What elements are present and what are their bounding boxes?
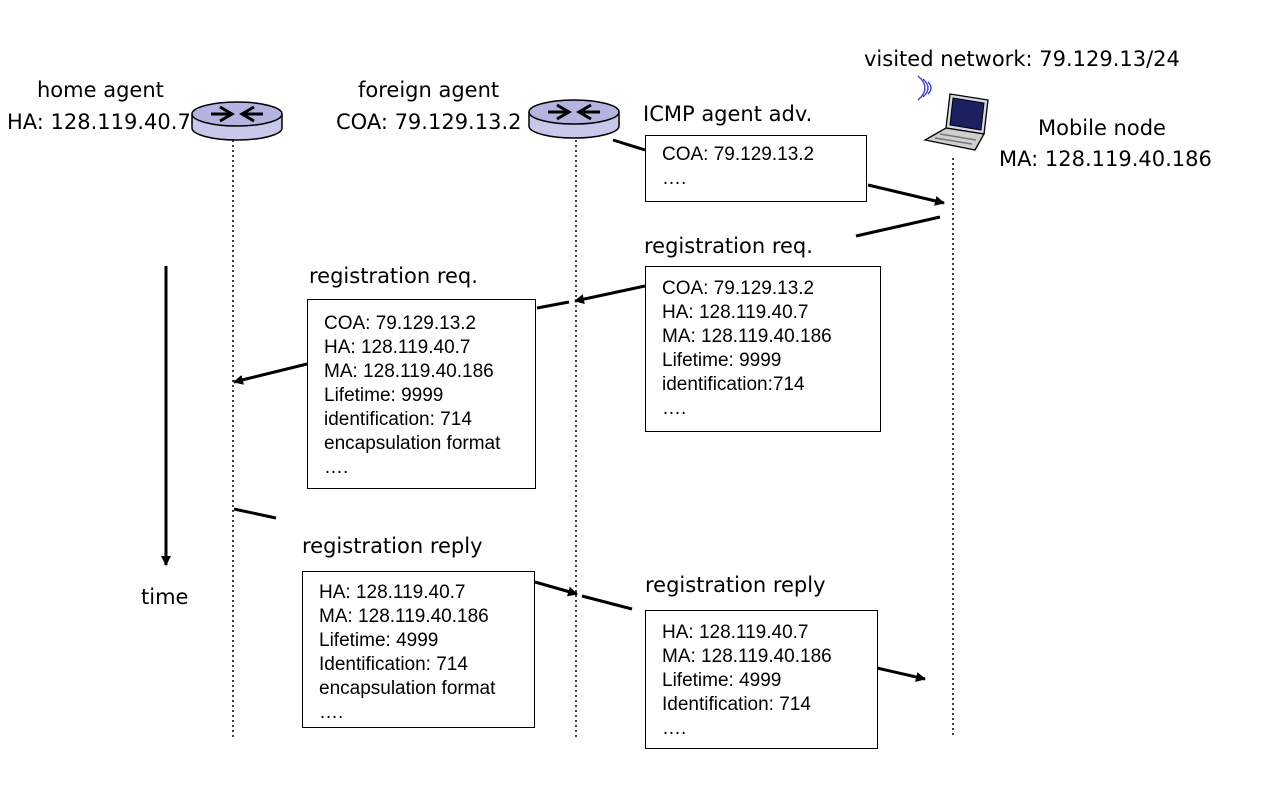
reg-req-mobile-line: MA: 128.119.40.186 [662,326,832,347]
reg-req-foreign-label: registration req. [309,264,478,288]
home-agent-title: home agent [37,78,164,102]
agent-adv-box: COA: 79.129.13.2 …. [645,135,867,202]
reg-reply-foreign-line: MA: 128.119.40.186 [662,646,832,667]
agent-adv-line: …. [662,168,687,189]
reg-req-foreign-line: encapsulation format [324,433,501,454]
foreign-router-icon [528,99,620,139]
mobile-node-title: Mobile node [1038,116,1166,140]
home-router-icon [191,101,283,141]
mobile-node-address: MA: 128.119.40.186 [999,147,1212,171]
reg-reply-foreign-line: Lifetime: 4999 [662,670,782,691]
reg-req-mobile-box: COA: 79.129.13.2 HA: 128.119.40.7 MA: 12… [645,266,881,432]
reg-req-foreign-line: identification: 714 [324,409,472,430]
reg-reply-foreign-arrow [581,594,926,682]
reg-req-mobile-line: identification:714 [662,374,805,395]
reg-req-mobile-line: Lifetime: 9999 [662,350,782,371]
reg-req-mobile-line: HA: 128.119.40.7 [662,302,809,323]
reg-req-foreign-box: COA: 79.129.13.2 HA: 128.119.40.7 MA: 12… [307,299,536,489]
reg-reply-foreign-label: registration reply [645,573,826,597]
foreign-agent-title: foreign agent [358,78,500,102]
agent-adv-arrow [612,138,945,206]
reg-req-foreign-line: COA: 79.129.13.2 [324,313,477,334]
visited-network-label: visited network: 79.129.13/24 [864,47,1180,71]
reg-req-mobile-label: registration req. [644,234,813,258]
reg-req-mobile-line: COA: 79.129.13.2 [662,278,815,299]
reg-req-foreign-line: MA: 128.119.40.186 [324,361,494,382]
reg-reply-home-line: MA: 128.119.40.186 [319,606,489,627]
reg-reply-foreign-line: HA: 128.119.40.7 [662,622,809,643]
reg-reply-foreign-line: …. [662,718,687,739]
reg-reply-home-box: HA: 128.119.40.7 MA: 128.119.40.186 Life… [302,571,535,728]
agent-adv-label: ICMP agent adv. [643,102,813,126]
reg-reply-home-line: …. [319,702,344,723]
reg-req-foreign-arrow [233,362,308,385]
home-agent-address: HA: 128.119.40.7 [7,110,191,134]
reg-reply-home-label: registration reply [302,534,483,558]
reg-reply-home-line: HA: 128.119.40.7 [319,582,466,603]
reg-req-mobile-line: …. [662,398,687,419]
reg-req-foreign-line: …. [324,457,349,478]
laptop-icon [917,75,989,151]
reg-reply-foreign-line: Identification: 714 [662,694,811,715]
reg-reply-home-line: Identification: 714 [319,654,468,675]
reg-reply-home-arrow [233,507,578,597]
reg-reply-home-line: Lifetime: 4999 [319,630,439,651]
reg-req-mobile-arrow [536,215,941,310]
foreign-agent-address: COA: 79.129.13.2 [336,110,522,134]
reg-req-foreign-line: Lifetime: 9999 [324,385,444,406]
agent-adv-line: COA: 79.129.13.2 [662,144,815,165]
reg-reply-home-line: encapsulation format [319,678,496,699]
reg-req-foreign-line: HA: 128.119.40.7 [324,337,471,358]
reg-reply-foreign-box: HA: 128.119.40.7 MA: 128.119.40.186 Life… [645,610,878,749]
time-label: time [141,585,189,609]
